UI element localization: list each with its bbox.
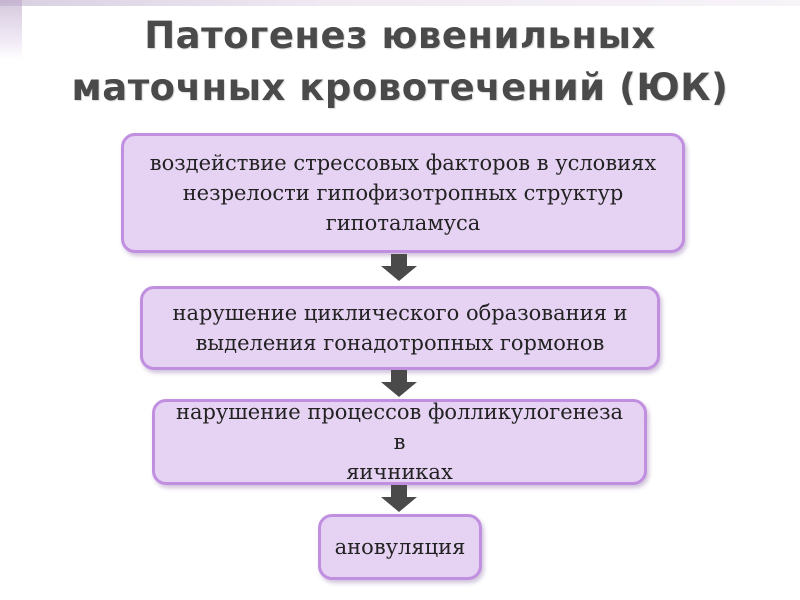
down-arrow-icon [379, 254, 419, 282]
down-arrow-icon [379, 485, 419, 513]
slide-title: Патогенез ювенильных маточных кровотечен… [0, 10, 800, 114]
slide-title-line-2: маточных кровотечений (ЮК) [71, 66, 729, 109]
down-arrow-icon [379, 370, 419, 398]
corner-accent [0, 0, 22, 60]
step-text-1: воздействие стрессовых факторов в услови… [149, 151, 657, 235]
step-text-4: ановуляция [334, 535, 466, 559]
step-text-3: нарушение процессов фолликулогенеза в яи… [175, 400, 624, 484]
step-box-1: воздействие стрессовых факторов в услови… [121, 133, 685, 253]
step-text-2: нарушение циклического образования и выд… [172, 301, 628, 355]
step-box-2: нарушение циклического образования и выд… [140, 286, 660, 370]
top-decor-strip [0, 0, 800, 6]
step-box-3: нарушение процессов фолликулогенеза в яи… [152, 399, 647, 485]
step-box-4: ановуляция [318, 514, 482, 580]
slide-title-line-1: Патогенез ювенильных [144, 14, 656, 57]
